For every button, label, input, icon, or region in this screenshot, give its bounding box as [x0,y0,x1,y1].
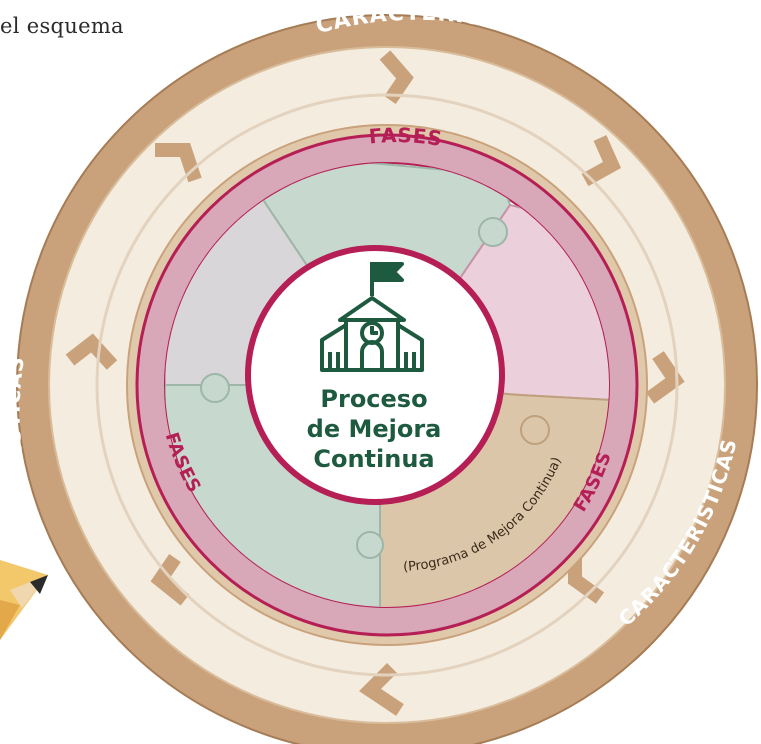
chevron-icon [150,554,190,606]
chevron-icon [65,333,118,370]
chevron-icon [379,50,414,104]
chevron-icon [581,135,621,187]
chevron-icon [645,351,685,404]
center-title-line1: Proceso [320,385,427,413]
school-building-icon [320,262,424,372]
header-text: el esquema [0,14,124,38]
center-title-line3: Continua [313,445,434,473]
center-circle [245,245,505,505]
phase-label-top: FASES [368,123,444,151]
center-title-line2: de Mejora [307,415,442,443]
pencil-icon [0,560,48,640]
